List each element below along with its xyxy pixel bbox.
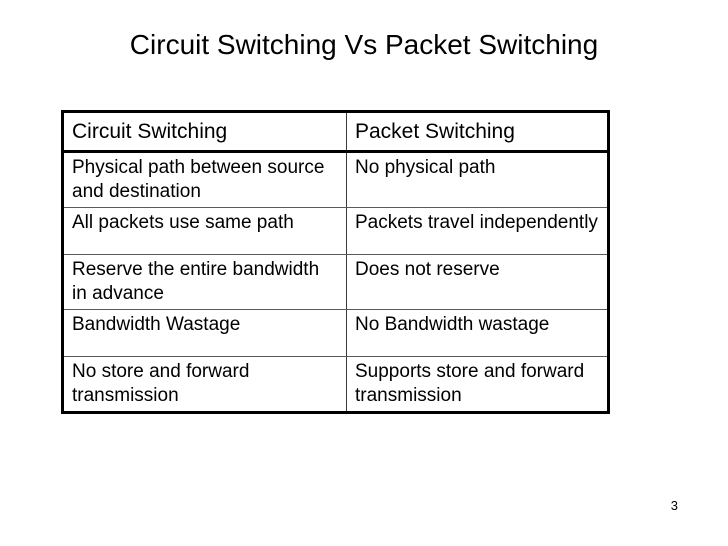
table-row: All packets use same path Packets travel… (62, 207, 609, 255)
page-title: Circuit Switching Vs Packet Switching (129, 29, 599, 60)
table-row: No store and forward transmission Suppor… (62, 356, 609, 413)
cell-packet-switching: Does not reserve (346, 254, 609, 310)
cell-packet-switching: No Bandwidth wastage (346, 309, 609, 357)
column-header-circuit-switching: Circuit Switching (62, 111, 347, 153)
cell-circuit-switching: All packets use same path (62, 207, 347, 255)
table-row: Reserve the entire bandwidth in advance … (62, 254, 609, 310)
table-header-row: Circuit Switching Packet Switching (62, 111, 609, 153)
table-row: Physical path between source and destina… (62, 151, 609, 208)
cell-circuit-switching: Bandwidth Wastage (62, 309, 347, 357)
cell-packet-switching: Supports store and forward transmission (346, 356, 609, 413)
table-body: Physical path between source and destina… (62, 151, 609, 413)
cell-circuit-switching: Reserve the entire bandwidth in advance (62, 254, 347, 310)
cell-circuit-switching: Physical path between source and destina… (62, 151, 347, 208)
table-header: Circuit Switching Packet Switching (62, 111, 609, 153)
page-number: 3 (670, 498, 678, 513)
column-header-packet-switching: Packet Switching (346, 111, 609, 153)
table-row: Bandwidth Wastage No Bandwidth wastage (62, 309, 609, 357)
cell-packet-switching: No physical path (346, 151, 609, 208)
comparison-table: Circuit Switching Packet Switching Physi… (61, 110, 610, 414)
cell-circuit-switching: No store and forward transmission (62, 356, 347, 413)
cell-packet-switching: Packets travel independently (346, 207, 609, 255)
